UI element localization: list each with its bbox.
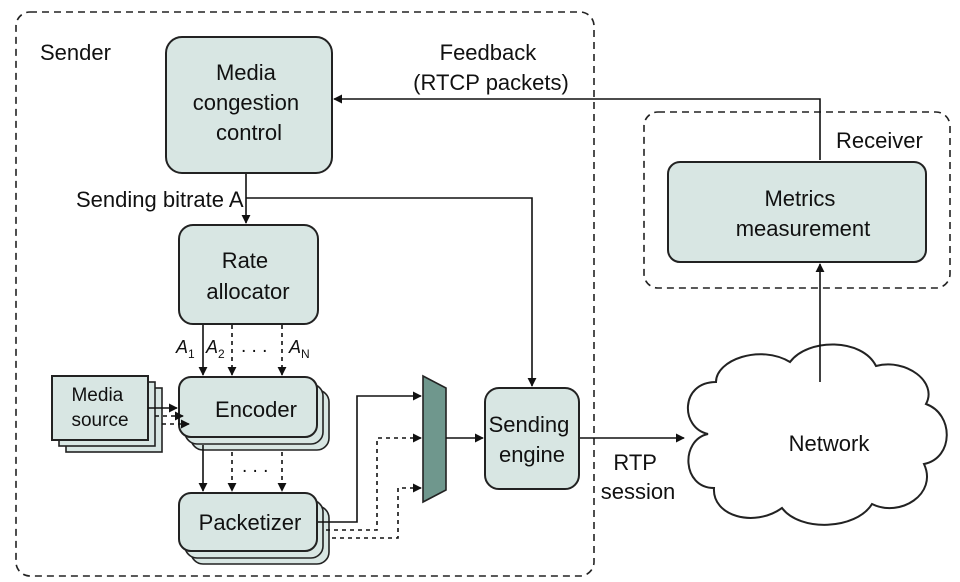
media-source-label: Media source — [71, 385, 128, 431]
metrics-measurement-node — [667, 161, 927, 263]
receiver-group — [643, 111, 951, 289]
edge-packetizer-to-mux-1 — [318, 391, 422, 523]
network-label: Network — [789, 431, 871, 456]
rate-allocator-label: Rate allocator — [206, 248, 289, 304]
rate-label-dots: . . . — [241, 336, 267, 357]
rtp-session-label: RTP session — [601, 450, 676, 504]
sending-engine-node — [484, 387, 580, 490]
edge-bitrate-to-sending-engine — [246, 197, 537, 387]
media-congestion-control-node — [165, 36, 333, 174]
receiver-group-label: Receiver — [836, 128, 923, 153]
rate-label-a1: A1 — [175, 337, 195, 361]
edge-packetizer-to-mux-2 — [326, 433, 422, 531]
encoder-label: Encoder — [215, 397, 297, 422]
rate-label-a2: A2 — [205, 337, 225, 361]
sender-group-label: Sender — [40, 40, 111, 65]
multiplexer-shape — [422, 374, 447, 504]
metrics-measurement-label: Metrics measurement — [736, 186, 871, 241]
rate-allocator-node — [178, 224, 319, 325]
packetizer-label: Packetizer — [199, 510, 302, 535]
encoder-packetizer-dots: . . . — [242, 456, 268, 477]
sending-bitrate-label: Sending bitrate A — [76, 187, 244, 212]
feedback-edge-label: Feedback (RTCP packets) — [413, 40, 569, 95]
rate-label-an: AN — [288, 337, 310, 361]
encoder-node — [178, 376, 318, 438]
media-source-node — [51, 375, 149, 441]
network-cloud — [686, 343, 948, 526]
packetizer-node — [178, 492, 318, 552]
sending-engine-label: Sending engine — [489, 412, 576, 467]
edge-packetizer-to-mux-3 — [332, 483, 422, 539]
media-congestion-control-label: Media congestion control — [193, 60, 306, 145]
edge-feedback-to-congestion-control — [333, 94, 821, 160]
sender-group — [15, 11, 595, 577]
